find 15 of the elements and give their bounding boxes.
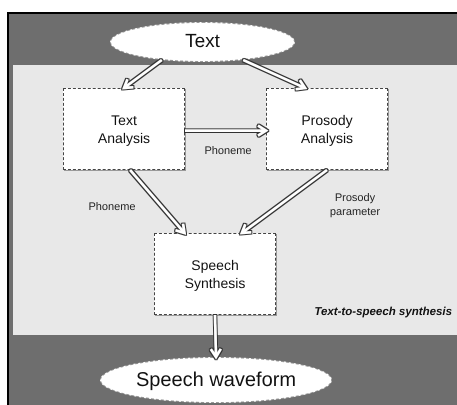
group-label: Text-to-speech synthesis bbox=[314, 306, 452, 318]
node-label: Prosody Analysis bbox=[300, 110, 354, 148]
node-label: Speech waveform bbox=[136, 368, 296, 392]
stage-panel bbox=[13, 65, 457, 335]
arrow bbox=[242, 58, 306, 91]
process-box bbox=[63, 88, 185, 170]
arrow bbox=[240, 168, 328, 234]
arrow bbox=[129, 169, 186, 234]
arrow bbox=[210, 314, 222, 358]
node-label: Speech Synthesis bbox=[184, 256, 246, 292]
process-box bbox=[154, 233, 276, 315]
process-box bbox=[266, 88, 388, 170]
node-label: Text bbox=[185, 31, 220, 53]
node-label: Text Analysis bbox=[96, 110, 152, 148]
arrow bbox=[185, 124, 268, 137]
